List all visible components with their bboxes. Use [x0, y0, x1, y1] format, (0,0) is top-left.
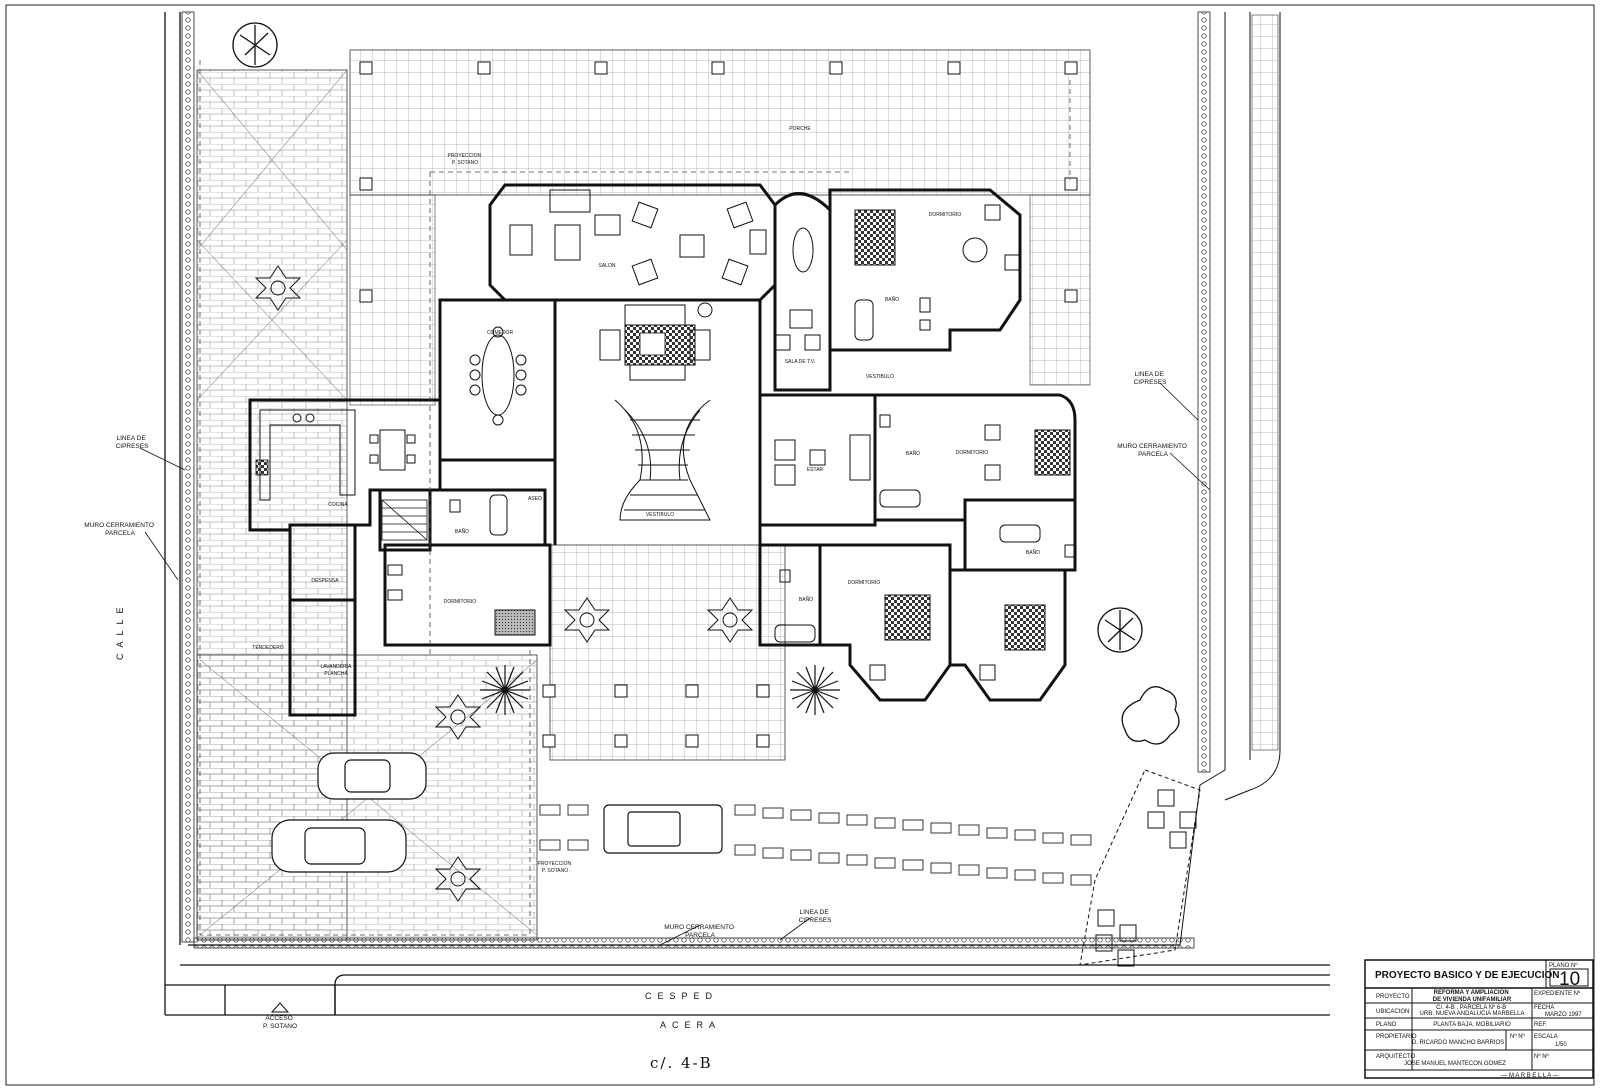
room-labels: PORCHE SALON COMEDOR COCINA DESPENSA LAV… — [252, 126, 1040, 677]
label-aseo: ASEO — [528, 496, 542, 502]
annotations: PROYECCION P. SOTANO PROYECCION P. SOTAN… — [84, 153, 1188, 1072]
star-motifs — [254, 265, 754, 902]
calle-label: CALLE — [115, 601, 125, 660]
porch-columns — [359, 61, 1078, 748]
tb-plano-label: PLANO — [1376, 1022, 1397, 1028]
tb-ubicacion-value: C/. 4-B , PARCELA Nº 6-B URB. NUEVA ANDA… — [1420, 1004, 1525, 1017]
cypress-hedges — [181, 11, 1211, 949]
tb-propietario-label: PROPIETARIO — [1376, 1034, 1417, 1040]
tb-ref-label: REF. — [1534, 1022, 1547, 1028]
proyeccion-top: PROYECCION P. SOTANO — [447, 153, 482, 166]
tb-plano-no: 10 — [1559, 969, 1580, 990]
right-sidewalk — [1179, 12, 1281, 946]
tb-plano-value: PLANTA BAJA. MOBILIARIO — [1433, 1022, 1511, 1028]
acera-label: ACERA — [660, 1020, 721, 1030]
label-estar: ESTAR — [807, 467, 824, 473]
label-bano-mr: BAÑO — [906, 450, 920, 457]
proyeccion-top-line2: P. SOTANO — [452, 160, 478, 166]
tb-arquitecto-no: Nº Nº — [1534, 1053, 1550, 1060]
label-tendedero: TENDEDERO — [252, 645, 284, 651]
tb-propietario-no: Nº Nº — [1510, 1033, 1526, 1040]
label-dormitorio-left: DORMITORIO — [444, 599, 477, 605]
label-bano-tr: BAÑO — [885, 296, 899, 303]
label-dormitorio-tr: DORMITORIO — [929, 212, 962, 218]
entry-courtyard — [549, 544, 786, 761]
house-walls — [248, 183, 1077, 717]
trees — [232, 22, 1180, 745]
linea-cipreses-left: LINEA DE CIPRESES — [116, 435, 150, 450]
bath-fixtures — [387, 204, 1076, 681]
leader-lines — [139, 382, 1211, 946]
tb-ciudad: — M A R B E L L A — — [1501, 1073, 1558, 1079]
label-bano-lr: BAÑO — [1026, 549, 1040, 556]
muro-bottom: MURO CERRAMIENTO PARCELA — [664, 924, 735, 939]
palm-trees — [480, 665, 840, 715]
label-vestibulo: VESTIBULO — [646, 512, 674, 518]
label-salon: SALON — [599, 263, 616, 269]
tb-ubicacion-label: UBICACION — [1376, 1009, 1409, 1015]
linea-cipreses-right: LINEA DE CIPRESES — [1134, 371, 1168, 386]
proyeccion-top-line1: PROYECCION — [447, 153, 481, 159]
label-dormitorio-mr: DORMITORIO — [956, 450, 989, 456]
muro-left: MURO CERRAMIENTO PARCELA — [84, 522, 155, 537]
driveway-pavers — [539, 804, 1092, 886]
title-block-frame — [1364, 959, 1594, 1079]
label-dormitorio-bc: DORMITORIO — [848, 580, 881, 586]
label-bano-c: BAÑO — [799, 596, 813, 603]
linea-cipreses-bottom: LINEA DE CIPRESES — [799, 909, 833, 924]
kitchen-fittings — [259, 409, 416, 501]
tb-header: PROYECTO BASICO Y DE EJECUCION — [1375, 970, 1560, 981]
tb-escala-label: ESCALA — [1534, 1034, 1558, 1040]
proyeccion-bottom: PROYECCION P. SOTANO — [537, 861, 572, 874]
label-bano-left: BAÑO — [455, 528, 469, 535]
tb-plano-no-label: PLANO Nº — [1549, 962, 1578, 969]
tb-proyecto-value: REFORMA Y AMPLIACION DE VIVIENDA UNIFAMI… — [1433, 990, 1512, 1003]
tb-propietario-value: D. RICARDO MANCHO BARRIOS — [1412, 1040, 1504, 1046]
tb-proyecto-label: PROYECTO — [1376, 994, 1410, 1000]
service-stair — [381, 499, 428, 541]
basement-projection-outline — [429, 80, 1071, 655]
label-sala-tv: SALA DE T.V. — [785, 359, 815, 365]
tb-expediente-label: EXPEDIENTE Nº — [1534, 990, 1581, 997]
label-cocina: COCINA — [328, 502, 348, 508]
cars — [271, 752, 723, 873]
salon-furniture — [509, 189, 767, 381]
dining-set — [469, 326, 527, 426]
label-vestibulo-2: VESTIBULO — [866, 374, 894, 380]
cesped-label: CESPED — [645, 991, 718, 1001]
side-grid-right — [1029, 194, 1091, 386]
gate-planters — [1079, 769, 1201, 967]
beds — [494, 209, 1071, 651]
street-name: c/. 4-B — [650, 1054, 713, 1072]
tb-escala-value: 1/50 — [1555, 1042, 1567, 1048]
main-staircase — [614, 399, 711, 521]
muro-right: MURO CERRAMIENTO PARCELA — [1117, 443, 1188, 458]
tb-arquitecto-value: JOSE MANUEL MANTECON GOMEZ — [1404, 1061, 1506, 1067]
acceso-label: ACCESO P. SOTANO — [263, 1015, 297, 1030]
title-block: PROYECTO BASICO Y DE EJECUCION PLANO Nº … — [1375, 962, 1589, 1079]
label-comedor: COMEDOR — [487, 330, 514, 336]
tb-fecha-value: MARZO 1997 — [1545, 1012, 1582, 1018]
tb-arquitecto-label: ARQUITECTO — [1376, 1054, 1416, 1060]
label-porche: PORCHE — [789, 126, 811, 132]
label-despensa: DESPENSA — [311, 578, 339, 584]
tb-fecha-label: FECHA — [1534, 1005, 1554, 1011]
